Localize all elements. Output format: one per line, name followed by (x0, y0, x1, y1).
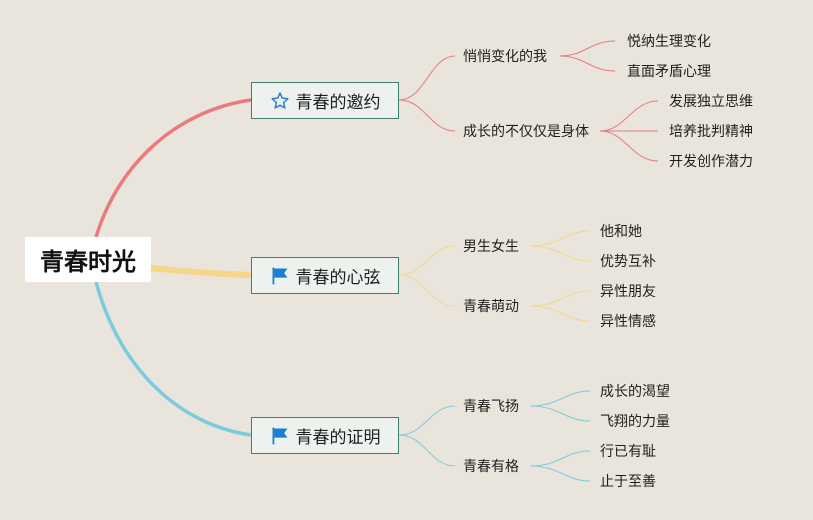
leaf-label: 他和她 (600, 224, 642, 240)
leaf-topic[interactable]: 直面矛盾心理 (627, 61, 711, 81)
subtopic-3-1[interactable]: 青春飞扬 (463, 396, 519, 416)
leaf-topic[interactable]: 开发创作潜力 (669, 151, 753, 171)
connector-root-branch-1 (94, 98, 252, 238)
connector-b2-c1 (398, 245, 456, 276)
connector-b3-c2-l1 (529, 450, 591, 467)
connector-b2-c1-l2 (529, 245, 591, 262)
star-icon (270, 91, 289, 109)
connector-b3-c1 (398, 405, 456, 436)
branch-topic-2-label: 青春的心弦 (295, 268, 381, 288)
connector-b3-c2-l2 (529, 465, 591, 482)
connector-b1-c2-l1 (599, 100, 659, 132)
connector-root-branch-2 (150, 265, 252, 278)
leaf-topic[interactable]: 异性情感 (600, 311, 656, 331)
connector-b1-c1-l1 (559, 40, 616, 57)
leaf-label: 行已有耻 (600, 444, 656, 460)
subtopic-label: 成长的不仅仅是身体 (463, 124, 589, 140)
leaf-topic[interactable]: 培养批判精神 (669, 121, 753, 141)
leaf-label: 异性情感 (600, 314, 656, 330)
leaf-label: 直面矛盾心理 (627, 64, 711, 80)
leaf-topic[interactable]: 飞翔的力量 (600, 411, 670, 431)
leaf-topic[interactable]: 行已有耻 (600, 441, 656, 461)
connector-b2-c2-l1 (529, 290, 591, 307)
connector-root-branch-3 (94, 281, 252, 437)
root-topic-label: 青春时光 (40, 248, 136, 276)
leaf-topic[interactable]: 优势互补 (600, 251, 656, 271)
leaf-label: 飞翔的力量 (600, 414, 670, 430)
leaf-label: 止于至善 (600, 474, 656, 490)
leaf-label: 培养批判精神 (669, 124, 753, 140)
flag-icon (272, 267, 287, 284)
branch-topic-3[interactable]: 青春的证明 (251, 417, 399, 454)
branch-topic-1[interactable]: 青春的邀约 (251, 82, 399, 119)
leaf-topic[interactable]: 止于至善 (600, 471, 656, 491)
connector-b1-c1-l2 (559, 55, 616, 72)
leaf-label: 悦纳生理变化 (627, 34, 711, 50)
subtopic-label: 青春飞扬 (463, 399, 519, 415)
subtopic-label: 青春有格 (463, 459, 519, 475)
leaf-label: 优势互补 (600, 254, 656, 270)
subtopic-1-1[interactable]: 悄悄变化的我 (463, 46, 547, 66)
subtopic-label: 青春萌动 (463, 299, 519, 315)
connector-b1-c2-l3 (599, 130, 659, 162)
leaf-topic[interactable]: 悦纳生理变化 (627, 31, 711, 51)
subtopic-3-2[interactable]: 青春有格 (463, 456, 519, 476)
connector-b2-c2-l2 (529, 305, 591, 322)
connector-b1-c2 (398, 99, 456, 132)
connector-b2-c2 (398, 274, 456, 307)
branch-topic-2[interactable]: 青春的心弦 (251, 257, 399, 294)
root-topic[interactable]: 青春时光 (25, 237, 151, 282)
leaf-topic[interactable]: 成长的渴望 (600, 381, 670, 401)
subtopic-2-2[interactable]: 青春萌动 (463, 296, 519, 316)
connector-b3-c1-l1 (529, 390, 591, 407)
leaf-label: 开发创作潜力 (669, 154, 753, 170)
branch-topic-1-label: 青春的邀约 (295, 93, 381, 113)
subtopic-label: 悄悄变化的我 (463, 49, 547, 65)
subtopic-1-2[interactable]: 成长的不仅仅是身体 (463, 121, 589, 141)
leaf-topic[interactable]: 他和她 (600, 221, 642, 241)
subtopic-label: 男生女生 (463, 239, 519, 255)
leaf-label: 成长的渴望 (600, 384, 670, 400)
flag-icon (272, 427, 287, 444)
connector-b1-c1 (398, 55, 456, 101)
leaf-topic[interactable]: 异性朋友 (600, 281, 656, 301)
subtopic-2-1[interactable]: 男生女生 (463, 236, 519, 256)
connector-b2-c1-l1 (529, 230, 591, 247)
connector-b3-c2 (398, 434, 456, 467)
leaf-label: 异性朋友 (600, 284, 656, 300)
leaf-topic[interactable]: 发展独立思维 (669, 91, 753, 111)
branch-topic-3-label: 青春的证明 (295, 428, 381, 448)
connector-b3-c1-l2 (529, 405, 591, 422)
leaf-label: 发展独立思维 (669, 94, 753, 110)
